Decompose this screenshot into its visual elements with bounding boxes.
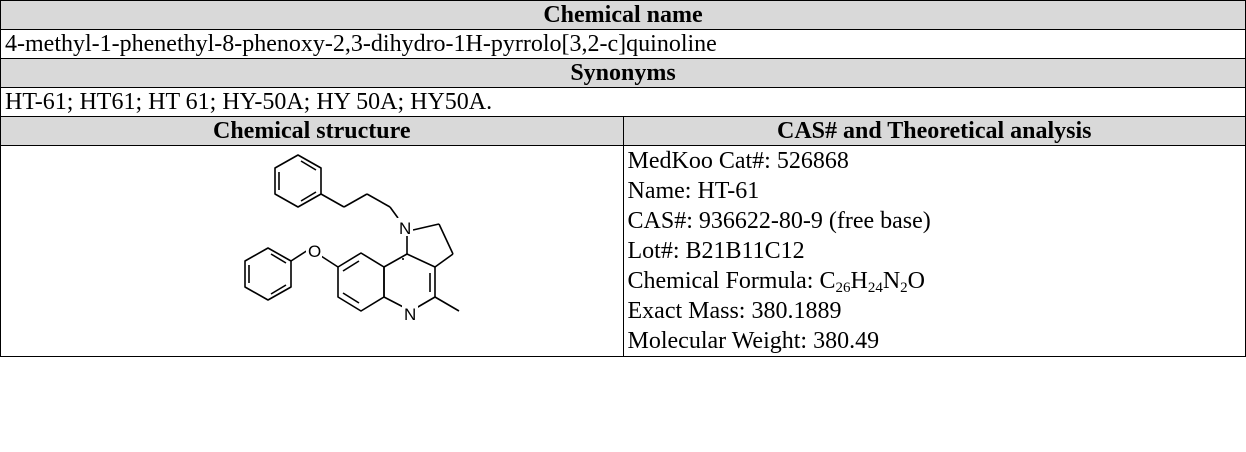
- lot-number: Lot#: B21B11C12: [627, 238, 805, 264]
- ethyl-bond-1: [320, 193, 345, 208]
- analysis-cell: MedKoo Cat#: 526868 Name: HT-61 CAS#: 93…: [622, 145, 1246, 357]
- exact-mass: Exact Mass: 380.1889: [627, 298, 842, 324]
- datasheet-table: Chemical name 4-methyl-1-phenethyl-8-phe…: [0, 0, 1246, 357]
- chemical-name-value: 4-methyl-1-phenethyl-8-phenoxy-2,3-dihyd…: [0, 29, 1246, 59]
- molecular-weight: Molecular Weight: 380.49: [627, 328, 880, 354]
- pyridine-ring: [383, 253, 436, 312]
- chemical-structure-header: Chemical structure: [0, 116, 624, 146]
- methyl-bond: [434, 296, 460, 312]
- phenyl-ring-top: [274, 154, 322, 208]
- phenyl-ring-left: [244, 247, 292, 301]
- ethyl-bond-3: [366, 193, 391, 208]
- synonyms-value: HT-61; HT61; HT 61; HY-50A; HY 50A; HY50…: [0, 87, 1246, 117]
- datasheet: Chemical name 4-methyl-1-phenethyl-8-phe…: [0, 0, 1246, 357]
- atom-o-ether: O: [308, 242, 321, 261]
- formula-c: C: [819, 268, 836, 294]
- formula-c-count: 26: [835, 280, 851, 296]
- chemical-formula: Chemical Formula: C26H24N2O: [628, 266, 1242, 296]
- atom-n-pyridine: N: [404, 305, 416, 324]
- molecule-structure-drawing: N N O: [244, 154, 460, 324]
- formula-n-count: 2: [900, 280, 908, 296]
- structure-cell: N N O: [0, 145, 624, 357]
- analysis-header: CAS# and Theoretical analysis: [622, 116, 1246, 146]
- catalog-number: MedKoo Cat#: 526868: [627, 148, 849, 174]
- formula-prefix: Chemical Formula:: [627, 268, 820, 294]
- ethyl-bond-2: [343, 193, 368, 208]
- cas-number: CAS#: 936622-80-9 (free base): [627, 208, 931, 234]
- atom-n-pyrroline: N: [399, 219, 411, 238]
- compound-name: Name: HT-61: [627, 178, 760, 204]
- synonyms-header: Synonyms: [0, 58, 1246, 88]
- formula-n: N: [882, 268, 901, 294]
- formula-h-count: 24: [867, 280, 883, 296]
- benzo-ring: [337, 252, 385, 312]
- chemical-name-header: Chemical name: [0, 0, 1246, 30]
- formula-h: H: [850, 268, 868, 294]
- formula-o: O: [907, 268, 926, 294]
